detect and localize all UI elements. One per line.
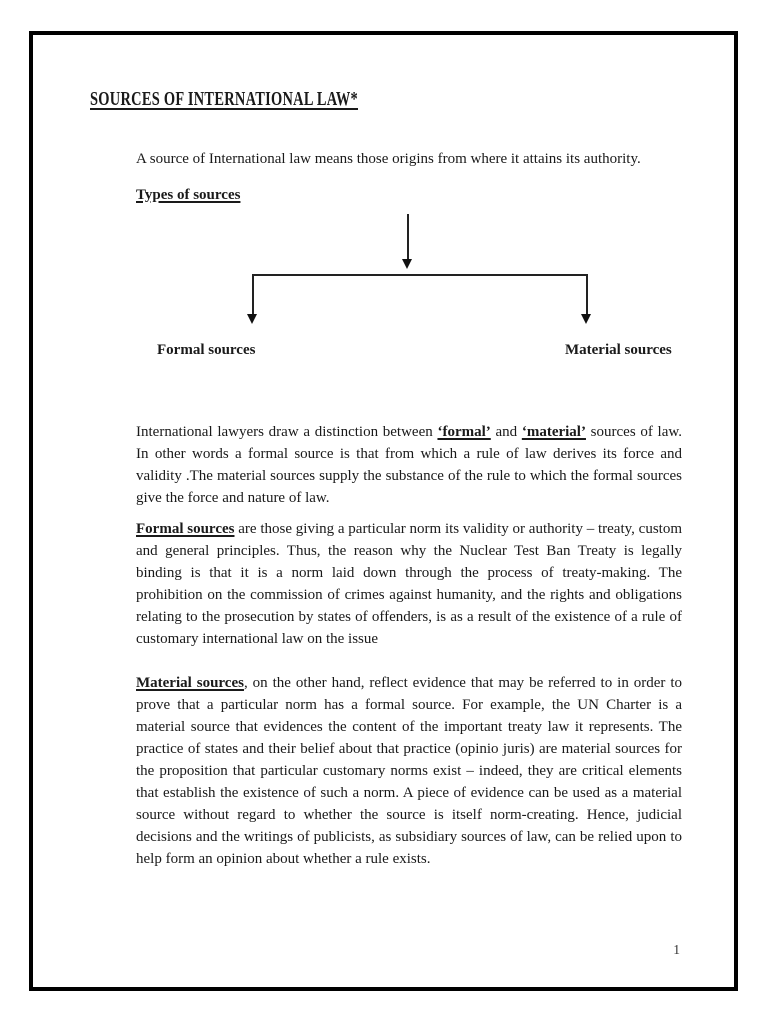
- paragraph-material-sources: Material sources, on the other hand, ref…: [136, 675, 683, 867]
- diagram-left-arrow-line: [252, 274, 254, 316]
- diagram-branch-line: [253, 274, 587, 276]
- intro-sentence: A source of International law means thos…: [136, 151, 641, 167]
- diagram-center-arrow-line: [407, 214, 409, 261]
- diagram-right-arrow-line: [586, 274, 588, 316]
- document-title: SOURCES OF INTERNATIONAL LAW*: [90, 88, 359, 110]
- down-arrowhead-icon: [247, 314, 257, 324]
- material-sources-label: Material sources: [565, 342, 672, 358]
- types-of-sources-heading: Types of sources: [136, 187, 241, 203]
- paragraph-formal-sources: Formal sources are those giving a partic…: [136, 521, 683, 647]
- down-arrowhead-icon: [581, 314, 591, 324]
- paragraph-formal-material-distinction: International lawyers draw a distinction…: [136, 424, 682, 506]
- page-border: [29, 31, 738, 991]
- formal-sources-label: Formal sources: [157, 342, 256, 358]
- page-number: 1: [673, 942, 680, 957]
- down-arrowhead-icon: [402, 259, 412, 269]
